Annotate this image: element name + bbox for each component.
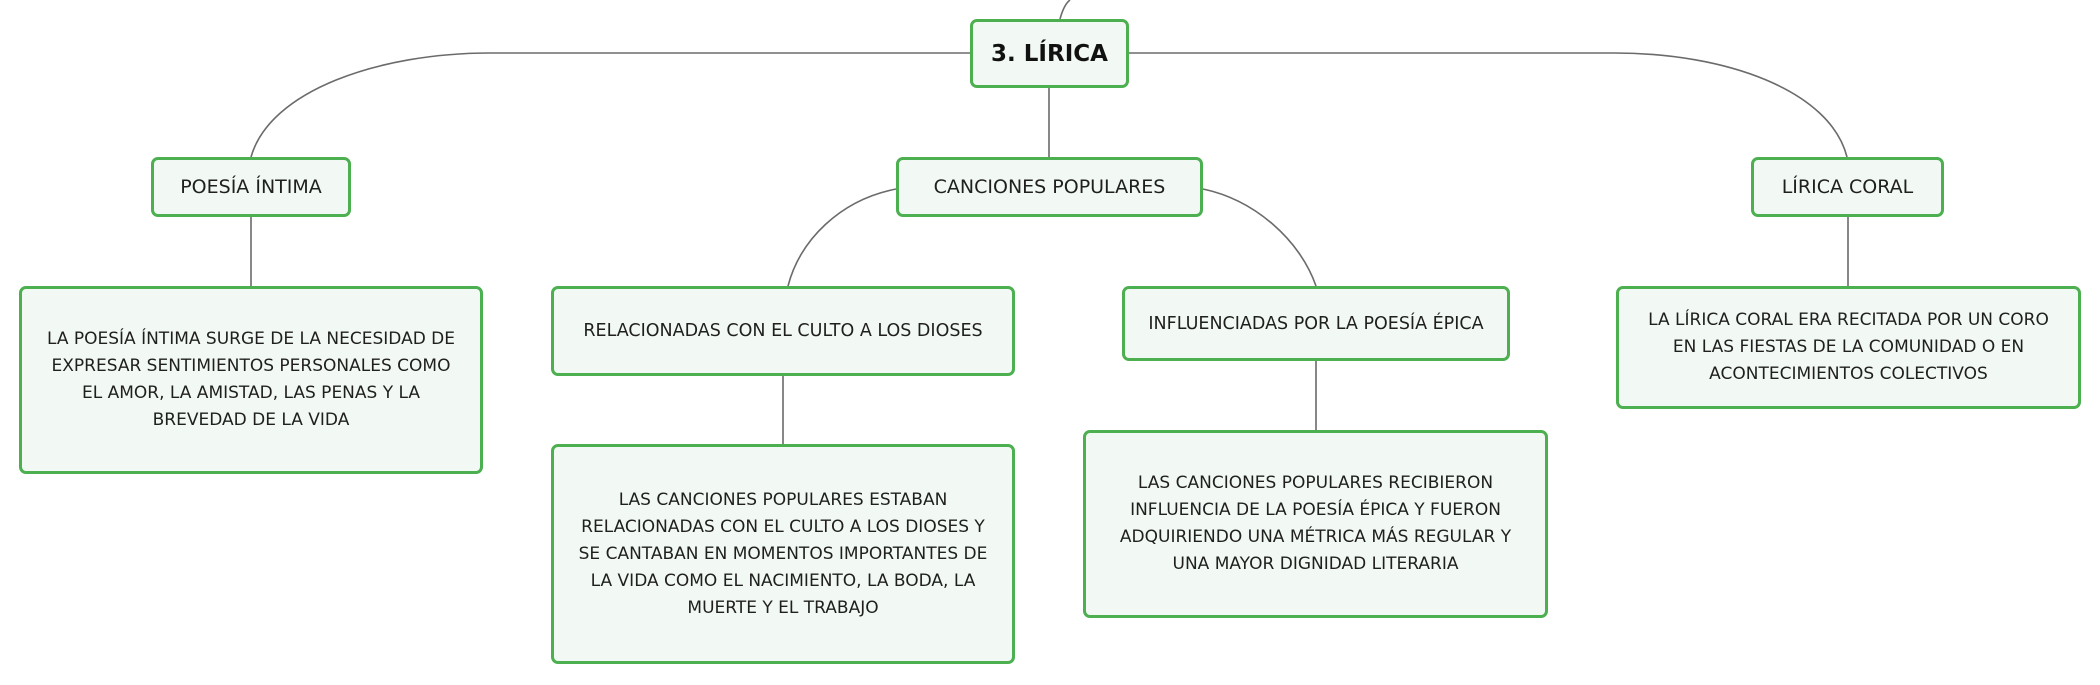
- connector-canciones-to-culto: [787, 188, 897, 287]
- topic-label: POESÍA ÍNTIMA: [180, 176, 322, 198]
- description-text: LA POESÍA ÍNTIMA SURGE DE LA NECESIDAD D…: [46, 329, 456, 430]
- root-topic-lirica[interactable]: 3. LÍRICA: [970, 19, 1129, 88]
- connector-root-to-poesia-intima: [250, 52, 970, 158]
- subtopic-poesia-epica[interactable]: INFLUENCIADAS POR LA POESÍA ÉPICA: [1122, 286, 1510, 361]
- subtopic-culto-dioses[interactable]: RELACIONADAS CON EL CULTO A LOS DIOSES: [551, 286, 1015, 376]
- description-poesia-epica[interactable]: LAS CANCIONES POPULARES RECIBIERON INFLU…: [1083, 430, 1548, 618]
- description-text: LAS CANCIONES POPULARES ESTABAN RELACION…: [578, 489, 988, 618]
- subtopic-label: RELACIONADAS CON EL CULTO A LOS DIOSES: [583, 321, 983, 341]
- root-topic-label: 3. LÍRICA: [991, 40, 1108, 67]
- description-lirica-coral[interactable]: LA LÍRICA CORAL ERA RECITADA POR UN CORO…: [1616, 286, 2081, 409]
- description-poesia-intima[interactable]: LA POESÍA ÍNTIMA SURGE DE LA NECESIDAD D…: [19, 286, 483, 474]
- connector-canciones-to-epica: [1202, 188, 1317, 287]
- topic-poesia-intima[interactable]: POESÍA ÍNTIMA: [151, 157, 351, 217]
- connector-root-to-parent: [1059, 0, 1071, 20]
- description-text: LAS CANCIONES POPULARES RECIBIERON INFLU…: [1119, 473, 1512, 574]
- description-culto-dioses[interactable]: LAS CANCIONES POPULARES ESTABAN RELACION…: [551, 444, 1015, 664]
- topic-lirica-coral[interactable]: LÍRICA CORAL: [1751, 157, 1944, 217]
- topic-label: LÍRICA CORAL: [1781, 176, 1914, 198]
- connector-root-to-lirica-coral: [1129, 52, 1848, 158]
- topic-label: CANCIONES POPULARES: [933, 176, 1166, 198]
- topic-canciones-populares[interactable]: CANCIONES POPULARES: [896, 157, 1203, 217]
- description-text: LA LÍRICA CORAL ERA RECITADA POR UN CORO…: [1648, 310, 2049, 384]
- subtopic-label: INFLUENCIADAS POR LA POESÍA ÉPICA: [1148, 313, 1484, 334]
